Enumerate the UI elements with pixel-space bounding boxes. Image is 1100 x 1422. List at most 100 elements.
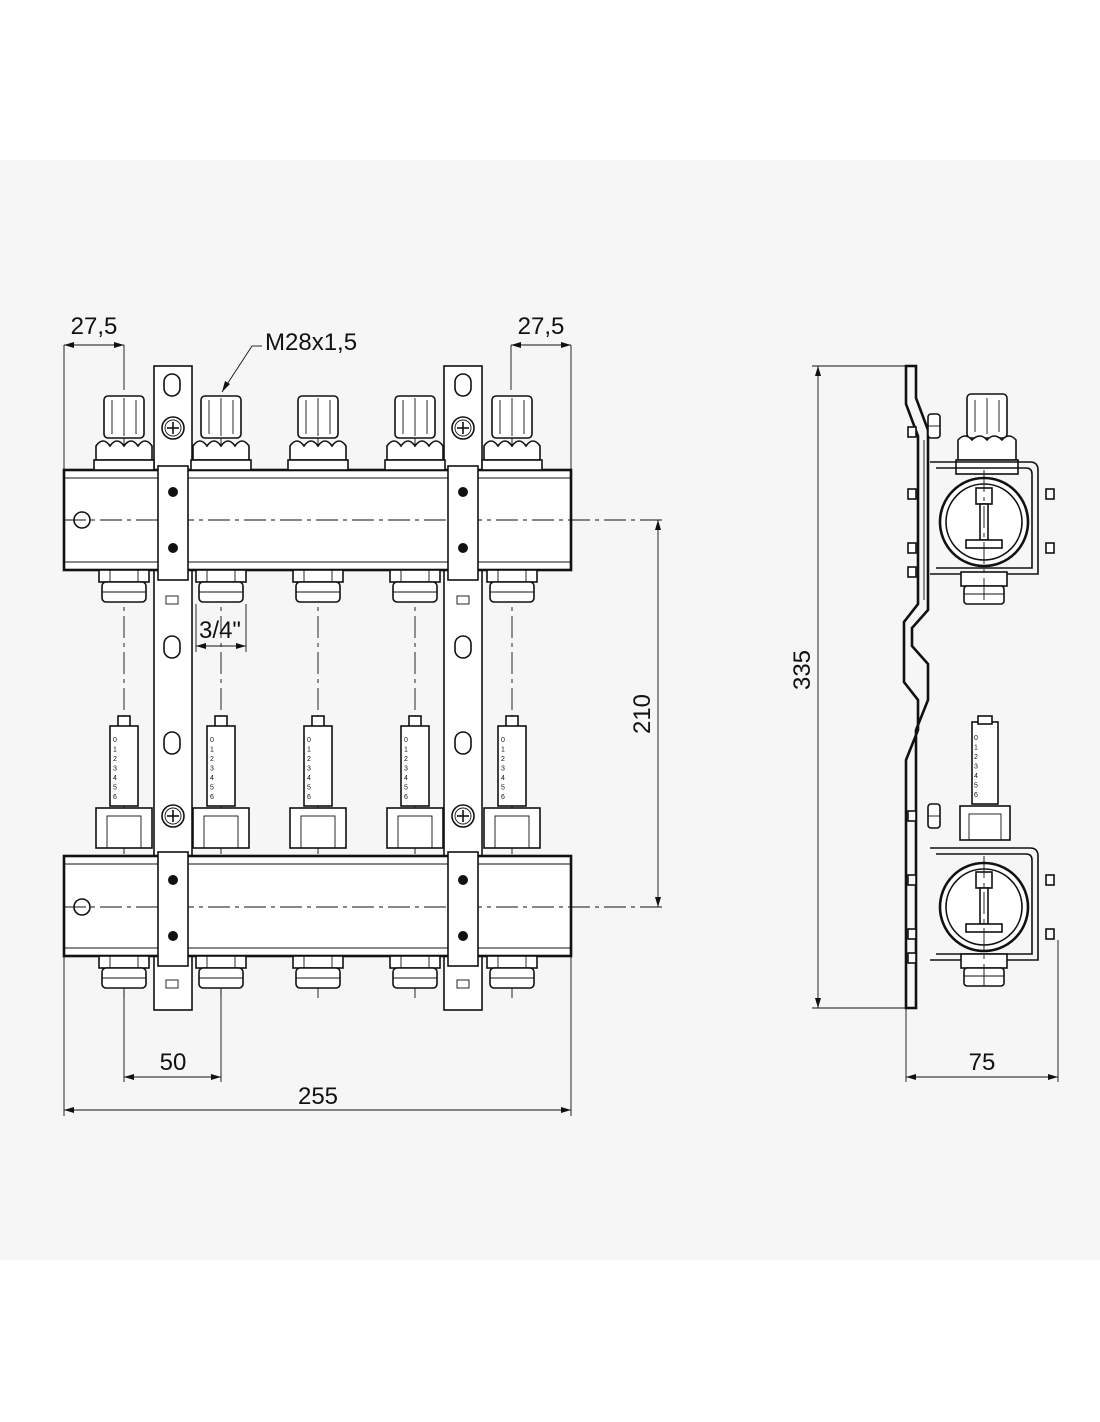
outlet-connector-5 — [486, 569, 538, 603]
flow-scale-mark: 6 — [210, 794, 214, 801]
total-height-label: 335 — [789, 650, 816, 690]
outlet-connector-2 — [195, 955, 247, 989]
dimension-pipe-size: 3/4" — [195, 604, 247, 652]
upper-valve-row — [93, 395, 543, 471]
outlet-connector-4 — [389, 955, 441, 989]
flow-scale-mark: 1 — [307, 747, 311, 754]
stud-7 — [907, 928, 917, 940]
dimension-right-offset: 27,5 — [510, 313, 572, 470]
thread-callout: M28x1,5 — [221, 329, 357, 393]
total-width-label: 255 — [298, 1083, 338, 1110]
side-screw-1 — [927, 413, 941, 439]
axis-distance-label: 210 — [629, 694, 656, 734]
pipe-size-label: 3/4" — [199, 617, 241, 644]
screw-3 — [161, 804, 185, 828]
wall-bracket-profile — [902, 364, 930, 1010]
outlet-connector-5 — [486, 955, 538, 989]
stud-11 — [1045, 874, 1055, 886]
flow-scale-mark: 4 — [113, 775, 117, 782]
flow-scale-mark: 0 — [404, 737, 408, 744]
outlet-connector-3 — [292, 955, 344, 989]
front-view: 27,5 27,5 M28x1,5 — [62, 313, 665, 1116]
flow-meter-2: 0 1 2 3 4 5 6 — [192, 715, 250, 849]
side-scale-mark: 6 — [974, 792, 978, 799]
flow-scale-mark: 5 — [210, 785, 214, 792]
side-scale-mark: 0 — [974, 735, 978, 742]
flow-scale-mark: 5 — [404, 785, 408, 792]
side-scale-mark: 5 — [974, 783, 978, 790]
flow-scale-mark: 2 — [307, 756, 311, 763]
valve-cap-2 — [190, 395, 252, 471]
dimension-left-offset: 27,5 — [63, 313, 125, 470]
outlet-connector-4 — [389, 569, 441, 603]
side-scale-mark: 1 — [974, 745, 978, 752]
stud-3 — [907, 542, 917, 554]
flow-scale-mark: 4 — [501, 775, 505, 782]
mounting-screws — [161, 416, 475, 828]
stud-1 — [907, 426, 917, 438]
flow-scale-mark: 4 — [404, 775, 408, 782]
flow-scale-mark: 6 — [404, 794, 408, 801]
stud-5 — [907, 810, 917, 822]
flow-scale-mark: 3 — [404, 766, 408, 773]
screw-1 — [161, 416, 185, 440]
bracket-studs — [907, 413, 1055, 964]
stud-9 — [1045, 488, 1055, 500]
stud-8 — [907, 952, 917, 964]
flow-scale-mark: 4 — [210, 775, 214, 782]
flow-scale-mark: 1 — [210, 747, 214, 754]
flow-scale-mark: 6 — [501, 794, 505, 801]
flow-scale-mark: 4 — [307, 775, 311, 782]
outlet-connector-1 — [98, 955, 150, 989]
flow-scale-mark: 3 — [210, 766, 214, 773]
screw-2 — [451, 416, 475, 440]
side-scale-mark: 4 — [974, 773, 978, 780]
stud-6 — [907, 874, 917, 886]
lower-outlet-connectors — [98, 955, 538, 989]
flow-scale-mark: 0 — [113, 737, 117, 744]
side-lower-unit: 0 1 2 3 4 5 6 — [930, 715, 1039, 988]
flow-scale-mark: 3 — [307, 766, 311, 773]
side-scale-mark: 2 — [974, 754, 978, 761]
flow-scale-mark: 3 — [113, 766, 117, 773]
outlet-connector-1 — [98, 569, 150, 603]
stud-12 — [1045, 928, 1055, 940]
flow-scale-mark: 0 — [210, 737, 214, 744]
lower-manifold-bar — [62, 854, 665, 958]
side-screw-2 — [927, 803, 941, 829]
flow-scale-mark: 0 — [307, 737, 311, 744]
flow-scale-mark: 5 — [113, 785, 117, 792]
dimension-total-height: 335 — [789, 365, 915, 1009]
flow-scale-mark: 1 — [501, 747, 505, 754]
flow-scale-mark: 2 — [113, 756, 117, 763]
flow-scale-mark: 2 — [404, 756, 408, 763]
dimension-label-right-offset: 27,5 — [518, 313, 565, 340]
flow-scale-mark: 6 — [113, 794, 117, 801]
flow-scale-mark: 6 — [307, 794, 311, 801]
upper-manifold-bar — [62, 468, 665, 572]
side-view: 335 — [789, 364, 1059, 1082]
dimension-outlet-spacing: 50 — [123, 990, 222, 1082]
valve-cap-5 — [481, 395, 543, 471]
flow-scale-mark: 1 — [404, 747, 408, 754]
valve-cap-3 — [287, 395, 349, 471]
flow-scale-mark: 2 — [210, 756, 214, 763]
side-flow-scale: 0 1 2 3 4 5 6 — [974, 735, 978, 799]
flow-scale-mark: 2 — [501, 756, 505, 763]
outlet-connector-2 — [195, 569, 247, 603]
thread-label: M28x1,5 — [265, 329, 357, 356]
flow-scale-mark: 3 — [501, 766, 505, 773]
flow-scale-mark: 0 — [501, 737, 505, 744]
valve-cap-1 — [93, 395, 155, 471]
flow-scale-mark: 5 — [307, 785, 311, 792]
flow-meter-4: 0 1 2 3 4 5 6 — [386, 715, 444, 849]
side-scale-mark: 3 — [974, 764, 978, 771]
dimension-depth: 75 — [905, 940, 1059, 1082]
outlet-spacing-label: 50 — [160, 1049, 187, 1076]
bracket-strap-overlay — [157, 465, 479, 967]
